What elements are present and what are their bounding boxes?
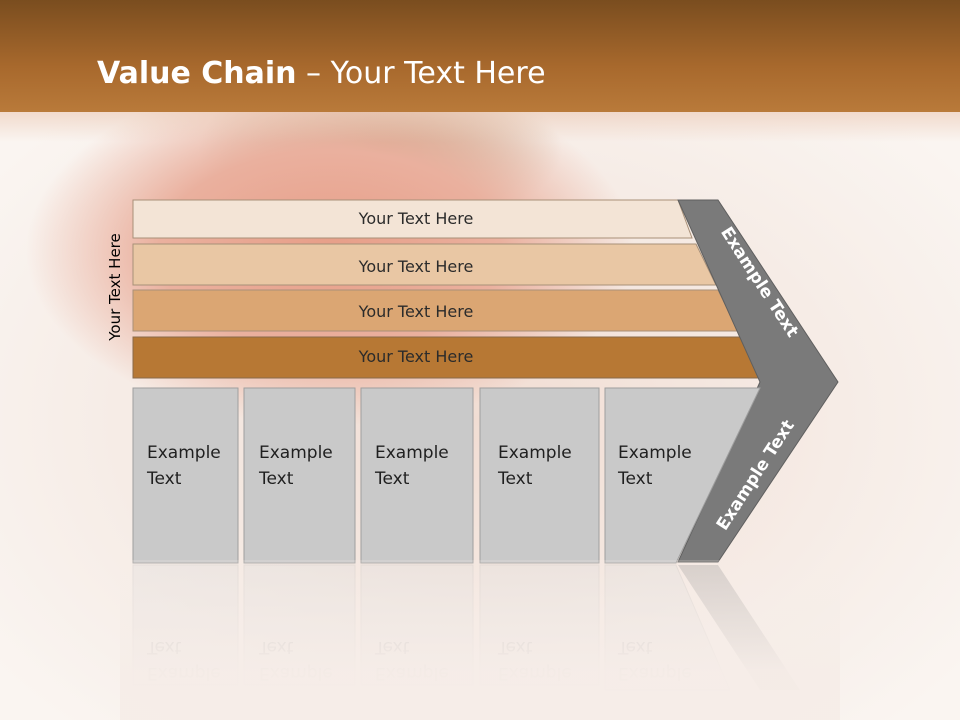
cell-1-line2: Text — [147, 469, 182, 489]
row-label-1: Your Text Here — [358, 209, 474, 228]
cell-4-line2: Text — [498, 469, 533, 489]
cell-2-line1: Example — [259, 443, 333, 463]
title-bar — [0, 0, 960, 112]
cell-2-line2: Text — [259, 469, 294, 489]
row-label-4: Your Text Here — [358, 347, 474, 366]
cell-5-line1: Example — [618, 443, 692, 463]
cell-1 — [132, 387, 239, 564]
row-label-2: Your Text Here — [358, 257, 474, 276]
cell-2 — [243, 387, 356, 564]
cell-text-4: Example Text — [498, 440, 572, 492]
reflection-fade — [120, 560, 840, 720]
cell-text-3: Example Text — [375, 440, 449, 492]
cell-4 — [479, 387, 600, 564]
row-bar-1 — [132, 199, 693, 239]
title-rest: – Your Text Here — [296, 56, 546, 91]
page-title: Value Chain – Your Text Here — [97, 56, 546, 91]
cell-3-line1: Example — [375, 443, 449, 463]
cell-text-2: Example Text — [259, 440, 333, 492]
cell-text-5: Example Text — [618, 440, 692, 492]
cell-3-line2: Text — [375, 469, 410, 489]
title-bar-fade — [0, 112, 960, 142]
cell-5-line2: Text — [618, 469, 653, 489]
title-bold: Value Chain — [97, 56, 297, 91]
cell-3 — [360, 387, 474, 564]
cell-4-line1: Example — [498, 443, 572, 463]
row-label-3: Your Text Here — [358, 302, 474, 321]
cell-text-1: Example Text — [147, 440, 221, 492]
cell-1-line1: Example — [147, 443, 221, 463]
